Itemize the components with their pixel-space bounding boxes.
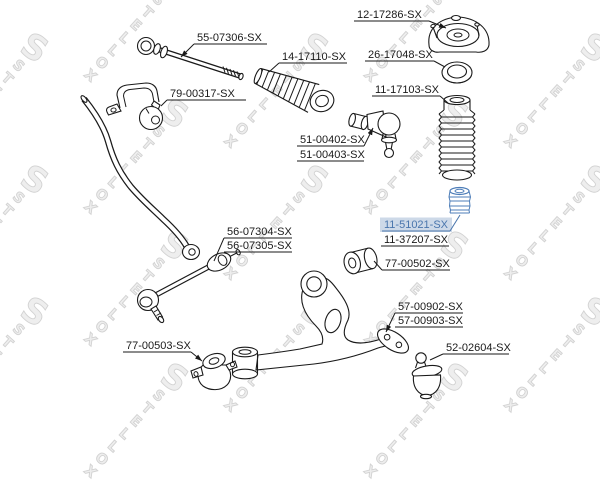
part-code-12-17286[interactable]: 12-17286-SX (357, 9, 422, 21)
part-code-57-00903[interactable]: 57-00903-SX (398, 315, 463, 327)
part-code-14-17110[interactable]: 14-17110-SX (282, 51, 347, 63)
part-code-52-02604[interactable]: 52-02604-SX (446, 342, 511, 354)
leader-line (160, 99, 168, 107)
part-code-26-17048[interactable]: 26-17048-SX (368, 49, 433, 61)
leader-line (429, 353, 444, 361)
leader-line (449, 214, 461, 232)
callout-57-00902-57-00903: 57-00902-SX 57-00903-SX (385, 301, 463, 333)
part-code-51-00403[interactable]: 51-00403-SX (300, 149, 365, 161)
callout-79-00317: 79-00317-SX (160, 88, 246, 107)
ball-joint-drawing (411, 352, 443, 400)
part-code-77-00502[interactable]: 77-00502-SX (385, 258, 450, 270)
callout-11-37207: 11-37207-SX (381, 234, 449, 247)
leader-line (428, 20, 447, 29)
callout-14-17110: 14-17110-SX (268, 51, 347, 73)
leader-line (190, 351, 203, 362)
callout-77-00502: 77-00502-SX (373, 258, 450, 271)
part-code-56-07305[interactable]: 56-07305-SX (227, 240, 292, 252)
inner-tie-rod-drawing (136, 36, 244, 81)
leader-line (373, 260, 383, 271)
callout-56-07304-56-07305: 56-07304-SX 56-07305-SX (213, 226, 292, 262)
part-code-55-07306[interactable]: 55-07306-SX (197, 32, 262, 44)
part-code-11-37207[interactable]: 11-37207-SX (384, 234, 449, 246)
part-code-11-17103[interactable]: 11-17103-SX (375, 84, 440, 96)
suspension-parts-diagram: 55-07306-SX 12-17286-SX 14-17110-SX 26-1… (80, 9, 511, 400)
strut-mount-drawing (428, 14, 490, 53)
arm-bushing-front-drawing (190, 352, 238, 391)
part-code-57-00902[interactable]: 57-00902-SX (398, 301, 463, 313)
callout-52-02604: 52-02604-SX (429, 342, 511, 361)
stabilizer-bar-drawing (80, 95, 201, 261)
callout-12-17286: 12-17286-SX (354, 9, 447, 29)
callout-51-00402-51-00403: 51-00402-SX 51-00403-SX (297, 127, 374, 162)
highlight-background (380, 217, 452, 232)
leader-line (433, 60, 446, 68)
part-code-51-00402[interactable]: 51-00402-SX (300, 134, 365, 146)
bump-stop-drawing-highlighted (448, 186, 472, 214)
part-code-79-00317[interactable]: 79-00317-SX (170, 88, 235, 100)
strut-boot-drawing (438, 94, 476, 181)
leader-line (363, 127, 374, 147)
leader-line (439, 95, 449, 104)
leader-line (213, 237, 225, 262)
callout-77-00503: 77-00503-SX (123, 340, 203, 362)
stabilizer-bushing-bracket-drawing (105, 82, 164, 131)
active-part-callout[interactable]: 11-51021-SX (380, 214, 461, 232)
arm-bushing-rear-drawing (343, 247, 378, 275)
part-code-56-07304[interactable]: 56-07304-SX (227, 226, 292, 238)
control-arm-drawing (231, 270, 409, 380)
callout-55-07306: 55-07306-SX (180, 32, 267, 58)
callout-26-17048: 26-17048-SX (365, 49, 446, 68)
strut-bearing-drawing (441, 61, 473, 84)
part-code-77-00503[interactable]: 77-00503-SX (126, 340, 191, 352)
part-code-11-51021-active[interactable]: 11-51021-SX (384, 219, 449, 231)
leader-line (268, 62, 280, 73)
callout-11-17103: 11-17103-SX (372, 84, 449, 104)
leader-line (180, 43, 195, 58)
steering-rack-boot-drawing (253, 67, 335, 113)
leader-line (385, 312, 396, 333)
